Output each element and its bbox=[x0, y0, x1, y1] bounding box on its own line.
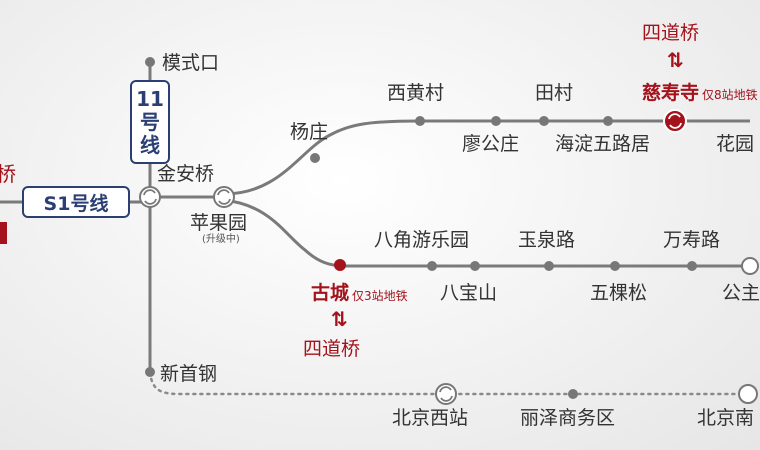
station-dot-gucheng bbox=[334, 259, 346, 271]
station-dot-yangzhuang bbox=[310, 153, 320, 163]
station-label-gongzhufen-partial: 公主 bbox=[722, 282, 760, 304]
station-label-moshikou: 模式口 bbox=[162, 52, 220, 74]
station-label-liaogongzhuang: 廖公庄 bbox=[462, 133, 520, 155]
station-label-xihuangcun: 西黄村 bbox=[387, 82, 445, 104]
interchange-icon-jinanqiao bbox=[139, 186, 161, 208]
station-label-xinshougang: 新首钢 bbox=[160, 363, 218, 385]
station-dot-xinshougang bbox=[145, 367, 155, 377]
station-dot-haidianwulu bbox=[603, 116, 613, 126]
interchange-icon-beijingxizhan bbox=[435, 383, 457, 405]
station-dot-moshikou bbox=[145, 57, 155, 67]
upper-branch-line bbox=[223, 119, 750, 196]
station-label-wukesong: 五棵松 bbox=[590, 282, 648, 304]
station-note-pingguoyuan: (升级中) bbox=[202, 234, 240, 245]
station-label-jinanqiao: 金安桥 bbox=[157, 163, 215, 185]
line11-char-hao: 号 bbox=[140, 109, 160, 134]
station-dot-tiancun bbox=[539, 116, 549, 126]
dotted-line bbox=[148, 370, 752, 396]
station-label-tiancun: 田村 bbox=[535, 82, 574, 104]
station-dot-liaogongzhuang bbox=[491, 116, 501, 126]
annotation-sidaoqiao-bottom: 四道桥 bbox=[303, 338, 361, 360]
interchange-icon-right-edge-dotted bbox=[738, 384, 758, 404]
left-edge-partial-label: 桥 bbox=[0, 162, 16, 186]
line11-badge: 11 号 线 bbox=[130, 80, 170, 164]
transfer-arrows-bottom: ⇅ bbox=[331, 307, 348, 331]
station-dot-yuquanlu bbox=[544, 261, 554, 271]
station-label-cishousi: 慈寿寺 bbox=[642, 82, 700, 104]
note-cishousi: 仅8站地铁 bbox=[702, 88, 758, 102]
station-label-huayuan-partial: 花园 bbox=[716, 133, 755, 155]
interchange-icon-pingguoyuan bbox=[213, 186, 235, 208]
station-label-lizeshangwuqu: 丽泽商务区 bbox=[520, 407, 616, 429]
station-label-haidianwulu: 海淀五路居 bbox=[555, 133, 651, 155]
note-gucheng: 仅3站地铁 bbox=[352, 289, 408, 303]
left-red-marker bbox=[0, 222, 7, 244]
interchange-icon-right-edge-lower bbox=[741, 257, 759, 275]
transfer-arrows-top: ⇅ bbox=[667, 48, 684, 72]
station-label-bajiao: 八角游乐园 bbox=[374, 229, 470, 251]
station-label-wanshoulu: 万寿路 bbox=[663, 229, 721, 251]
station-dot-xihuangcun bbox=[415, 116, 425, 126]
station-dot-lizeshangwuqu bbox=[568, 389, 578, 399]
station-label-babaoshan: 八宝山 bbox=[440, 282, 498, 304]
line11-char-xian: 线 bbox=[140, 132, 160, 157]
station-label-pingguoyuan: 苹果园 bbox=[190, 212, 248, 234]
station-dot-bajiao bbox=[427, 261, 437, 271]
station-dot-babaoshan bbox=[470, 261, 480, 271]
station-dot-wanshoulu bbox=[687, 261, 697, 271]
station-label-beijingxizhan: 北京西站 bbox=[392, 407, 469, 429]
station-label-gucheng: 古城 bbox=[311, 282, 350, 304]
line11-number: 11 bbox=[136, 86, 164, 111]
station-dot-wukesong bbox=[610, 261, 620, 271]
station-label-yangzhuang: 杨庄 bbox=[290, 121, 329, 143]
interchange-icon-cishousi bbox=[663, 109, 687, 133]
annotation-sidaoqiao-top: 四道桥 bbox=[642, 22, 700, 44]
station-label-beijingnan-partial: 北京南 bbox=[697, 407, 755, 429]
s1-line-badge: S1号线 bbox=[22, 186, 130, 218]
station-label-yuquanlu: 玉泉路 bbox=[518, 229, 576, 251]
